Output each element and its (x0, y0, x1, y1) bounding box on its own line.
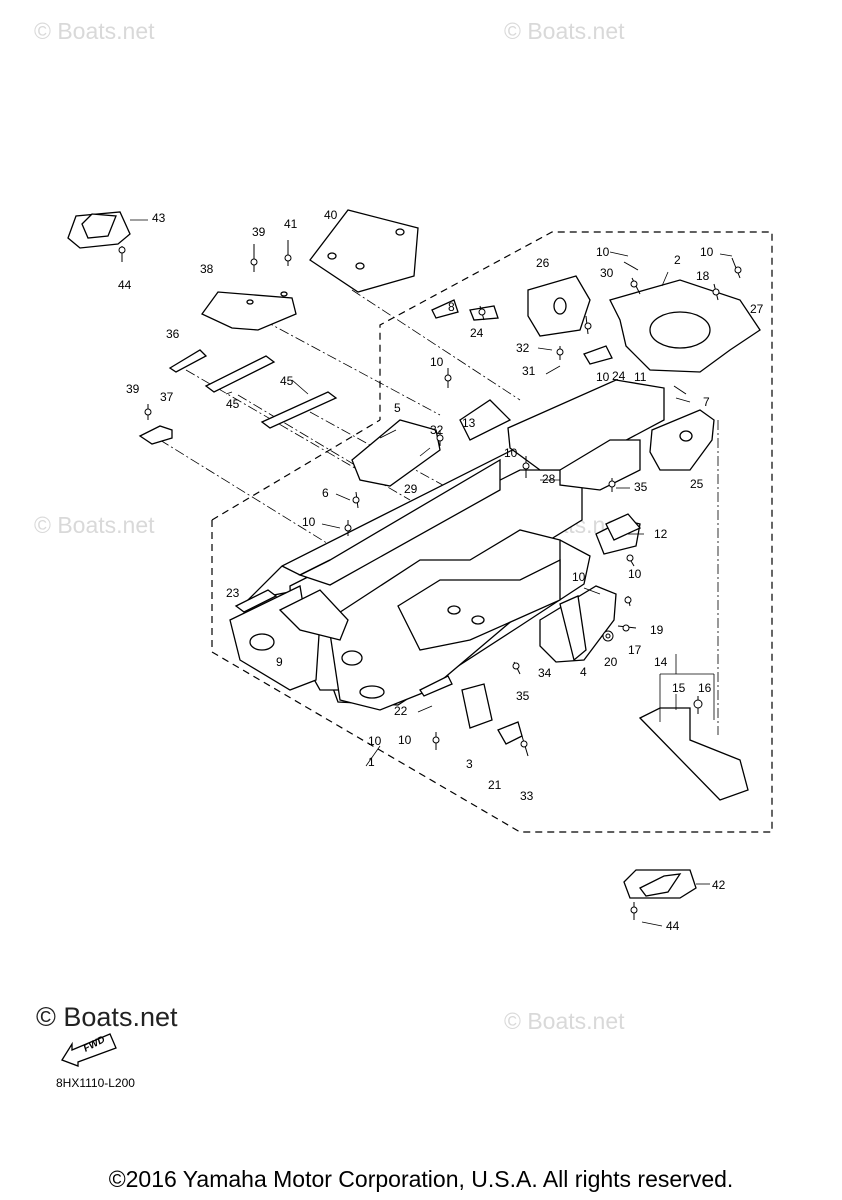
part-callout: 43 (152, 211, 166, 225)
part-callout: 36 (166, 327, 180, 341)
part-callout: 35 (634, 480, 648, 494)
part-callout: 12 (654, 527, 668, 541)
part-callout: 10 (700, 245, 714, 259)
part-callout: 1 (368, 755, 375, 769)
part-callout: 45 (280, 374, 294, 388)
part-callout: 34 (538, 666, 552, 680)
part-callout: 44 (118, 278, 132, 292)
part-callout: 2 (674, 253, 681, 267)
part-callout: 24 (612, 369, 626, 383)
diagram-code: 8HX1110-L200 (56, 1076, 135, 1090)
fwd-arrow-icon (61, 1033, 117, 1067)
part-callout: 10 (398, 733, 412, 747)
part-callout: 44 (666, 919, 680, 933)
part-callout: 32 (516, 341, 530, 355)
part-callout: 24 (470, 326, 484, 340)
assembly-boundary (211, 231, 773, 833)
part-callout: 10 (430, 355, 444, 369)
part-callout: 7 (703, 395, 710, 409)
part-callout: 10 (368, 734, 382, 748)
part-callout: 32 (430, 423, 444, 437)
part-callout: 8 (448, 300, 455, 314)
part-callout: 19 (650, 623, 664, 637)
part-callout: 21 (488, 778, 502, 792)
part-callout: 41 (284, 217, 298, 231)
part-callout: 26 (536, 256, 550, 270)
part-callout: 33 (520, 789, 534, 803)
part-callout: 11 (634, 370, 647, 384)
part-callout: 6 (322, 486, 329, 500)
watermark: © Boats.net (504, 1008, 625, 1034)
part-callout: 4 (580, 665, 587, 679)
watermark: © Boats.net (34, 512, 155, 538)
copyright-notice: ©2016 Yamaha Motor Corporation, U.S.A. A… (108, 1166, 734, 1192)
part-callout: 39 (252, 225, 266, 239)
part-callout: 42 (712, 878, 726, 892)
watermark: © Boats.net (34, 18, 155, 44)
part-callout: 5 (394, 401, 401, 415)
watermark: © Boats.net (504, 18, 625, 44)
part-callout: 16 (698, 681, 712, 695)
part-callout: 10 (628, 567, 642, 581)
part-callout: 13 (462, 416, 476, 430)
part-callout: 22 (394, 704, 408, 718)
part-callout: 20 (604, 655, 618, 669)
part-callout: 17 (628, 643, 642, 657)
part-callout: 28 (542, 472, 556, 486)
part-callout: 31 (522, 364, 536, 378)
part-callout: 14 (654, 655, 668, 669)
part-callout: 10 (572, 570, 586, 584)
part-callout: 27 (750, 302, 764, 316)
part-callout: 10 (302, 515, 316, 529)
part-callout: 38 (200, 262, 214, 276)
part-callout: 40 (324, 208, 338, 222)
part-callout: 39 (126, 382, 140, 396)
upper-plates (67, 209, 749, 899)
part-callout: 35 (516, 689, 530, 703)
part-callout: 30 (600, 266, 614, 280)
pointer-lines (130, 219, 733, 927)
part-callout: 10 (596, 245, 610, 259)
part-callout: 3 (466, 757, 473, 771)
part-callout: 9 (276, 655, 283, 669)
fasteners (118, 240, 742, 920)
part-callout: 18 (696, 269, 710, 283)
part-callout: 45 (226, 397, 240, 411)
part-callout: 29 (404, 482, 418, 496)
part-callout: 25 (690, 477, 704, 491)
part-callout: 23 (226, 586, 240, 600)
rear-bracket-assembly (507, 275, 761, 663)
part-callout: 10 (596, 370, 610, 384)
frame-assembly (229, 425, 591, 711)
brand-watermark: © Boats.net (36, 1002, 178, 1032)
part-callout: 10 (504, 446, 518, 460)
part-callout: 37 (160, 390, 174, 404)
part-callout: 15 (672, 681, 686, 695)
